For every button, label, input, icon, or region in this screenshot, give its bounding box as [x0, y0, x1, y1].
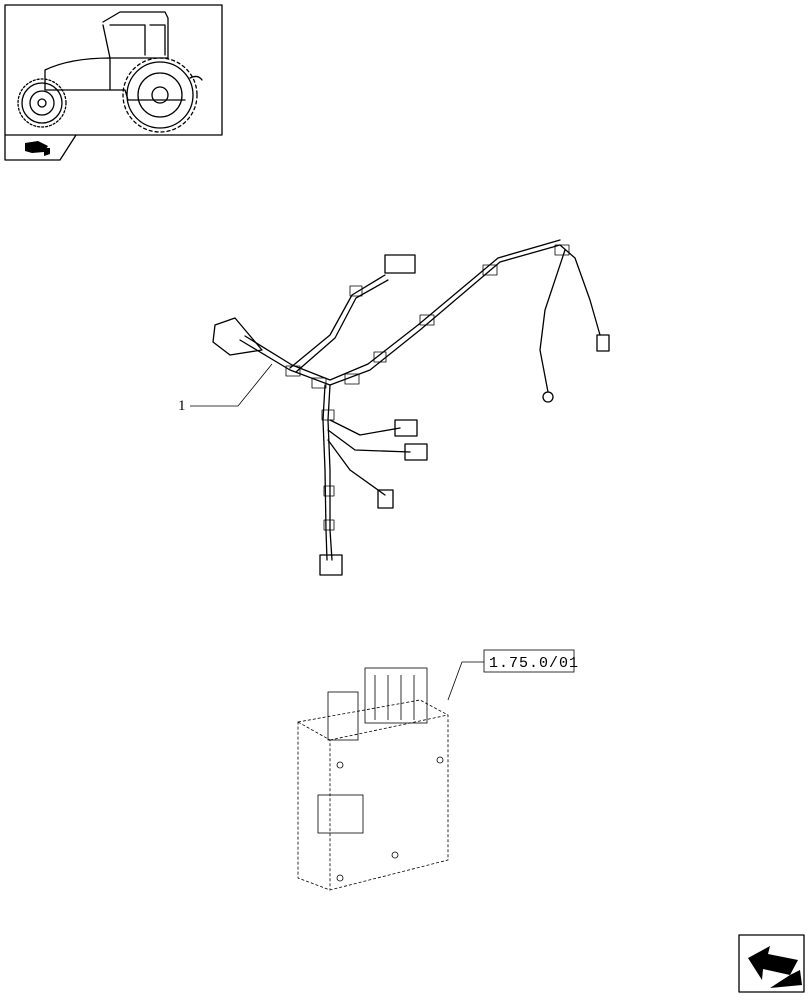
control-module	[297, 667, 449, 891]
reference-label: 1.75.0/01	[489, 655, 579, 672]
callout-1: 1	[178, 363, 273, 414]
callout-label: 1	[178, 398, 186, 414]
reference-callout: 1.75.0/01	[447, 649, 579, 701]
book-arrow-icon	[25, 141, 50, 156]
wiring-harness	[212, 239, 610, 576]
tractor-icon	[17, 11, 203, 133]
next-page-arrow-icon[interactable]	[738, 934, 805, 993]
tractor-thumbnail	[4, 4, 223, 161]
